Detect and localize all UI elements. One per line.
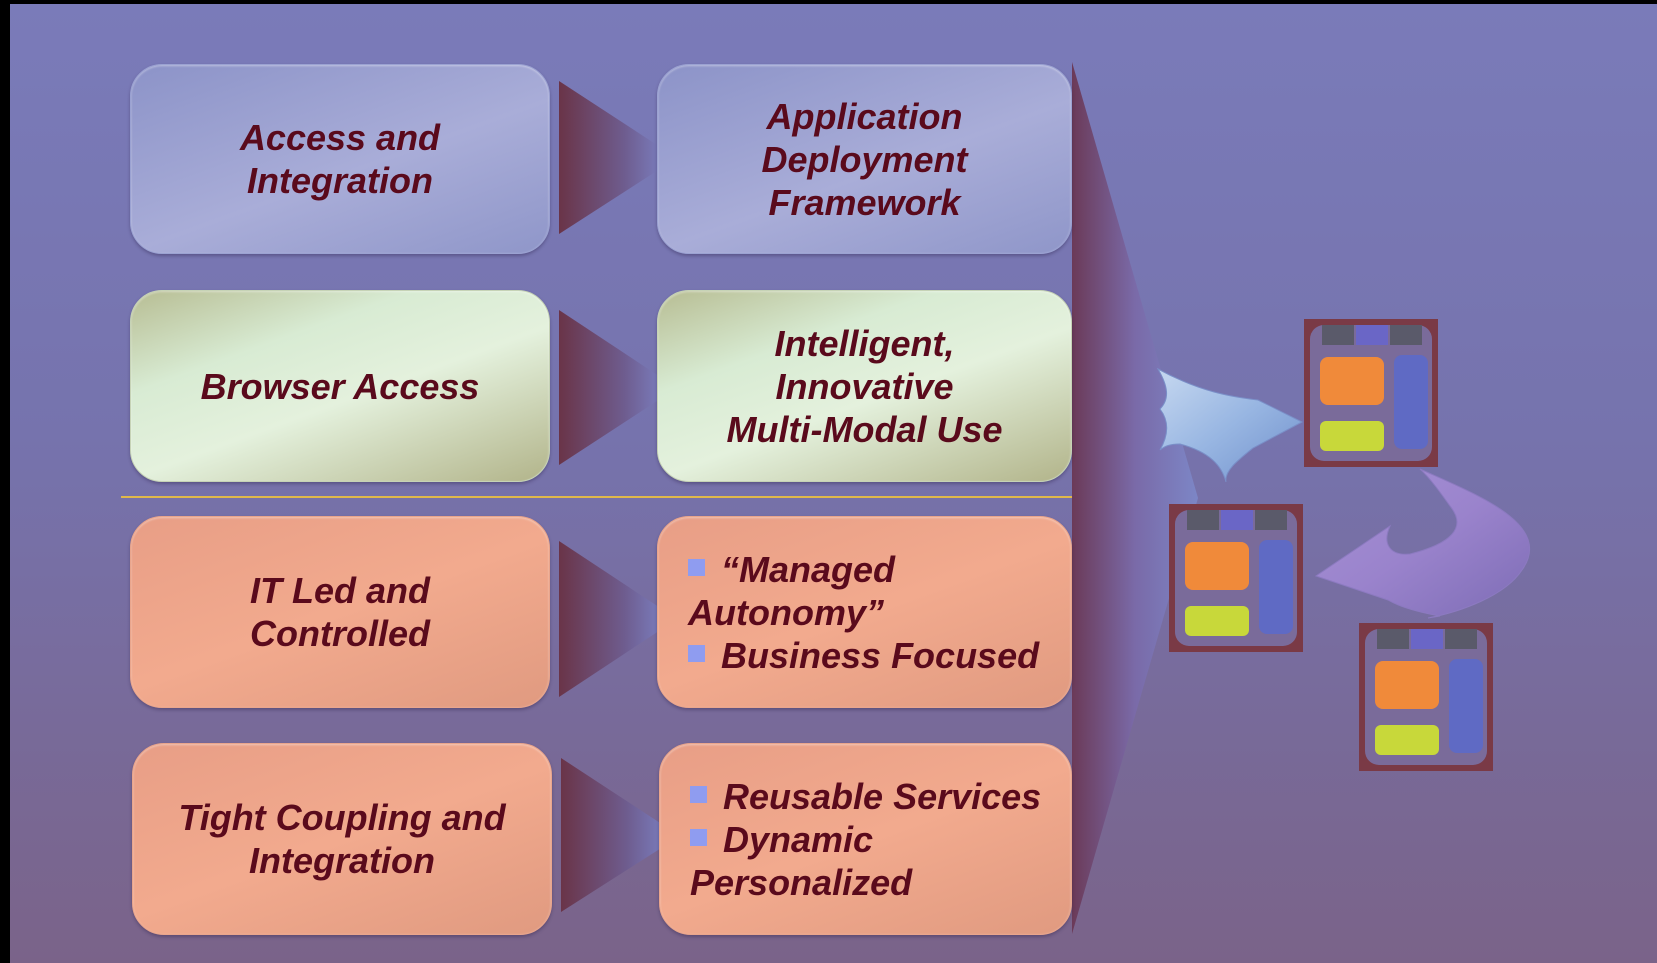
box-it-led-controlled: IT Led and Controlled (130, 516, 550, 708)
box-application-deployment-framework: Application Deployment Framework (657, 64, 1072, 254)
bullet-square-icon (688, 645, 705, 663)
box-label-line: Multi-Modal Use (726, 408, 1003, 450)
big-arrow-icon (1072, 62, 1198, 934)
bullet-item: Dynamic (690, 818, 1041, 861)
bullet-text: Business Focused (721, 634, 1040, 676)
box-label-line: Deployment (761, 138, 968, 180)
box-label-line: Integration (249, 840, 435, 881)
box-label-line: Innovative (775, 365, 954, 407)
box-label-line: Tight Coupling and (178, 797, 506, 838)
purple-curved-arrow-icon (1314, 468, 1531, 619)
row-arrow-icon (559, 541, 677, 697)
bullet-text: Reusable Services (723, 775, 1042, 817)
box-label-line: Integration (246, 160, 433, 201)
box-label-line: Framework (768, 181, 961, 223)
box-tight-coupling: Tight Coupling and Integration (132, 743, 552, 935)
box-label-line: Controlled (250, 613, 430, 654)
row-arrow-icon (559, 81, 677, 234)
bullet-item: “Managed (688, 548, 1039, 591)
bullet-square-icon (688, 559, 705, 577)
box-label-line: Access and (239, 117, 441, 158)
bullet-square-icon (690, 829, 707, 847)
bullet-item: Business Focused (688, 634, 1039, 677)
box-label-line: Application (766, 95, 963, 137)
box-access-integration: Access and Integration (130, 64, 550, 254)
box-browser-access: Browser Access (130, 290, 550, 482)
box-label-line: IT Led and (250, 570, 430, 611)
box-reusable-services: Reusable Services Dynamic Personalized (659, 743, 1072, 935)
bullet-continuation: Personalized (690, 861, 913, 903)
slide: Access and Integration Application Deplo… (10, 4, 1657, 963)
row-arrow-icon (561, 758, 680, 912)
box-label-line: Intelligent, (774, 322, 955, 364)
bullet-square-icon (690, 786, 707, 804)
box-label-line: Browser Access (200, 365, 480, 407)
app-window-icon (1359, 623, 1493, 771)
bullet-text: “Managed (721, 548, 896, 590)
box-intelligent-innovative: Intelligent, Innovative Multi-Modal Use (657, 290, 1072, 482)
bullet-text: Dynamic (723, 818, 874, 860)
bullet-continuation: Autonomy” (688, 591, 884, 633)
app-window-icon (1304, 319, 1438, 467)
box-managed-autonomy: “Managed Autonomy” Business Focused (657, 516, 1072, 708)
bullet-item: Reusable Services (690, 775, 1041, 818)
app-window-icon (1169, 504, 1303, 652)
diagram-graphics (121, 62, 1531, 934)
row-arrow-icon (559, 310, 677, 465)
blue-arrow-icon (1156, 367, 1304, 483)
